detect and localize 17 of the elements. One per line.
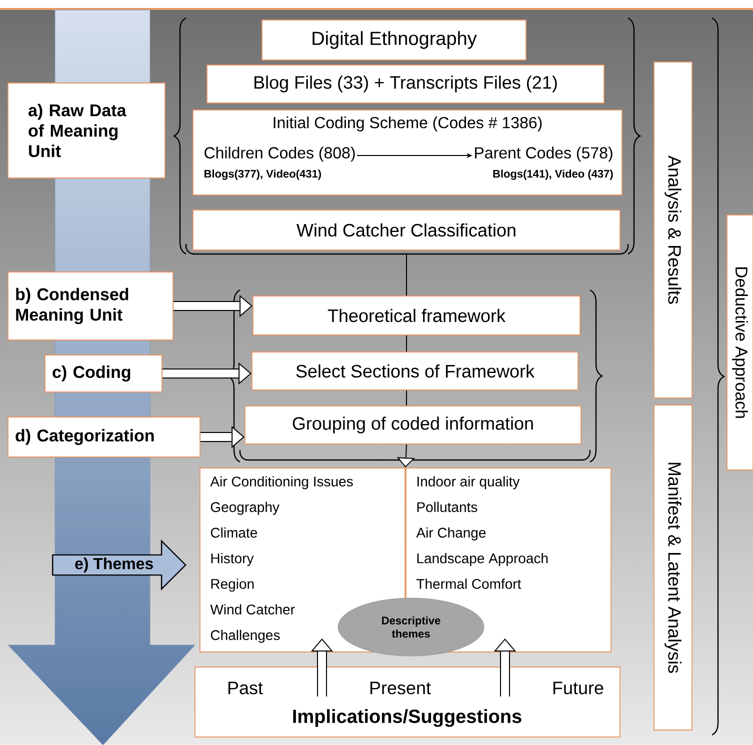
stage-label: c) Coding xyxy=(44,354,162,392)
stage-label: a) Raw Data of Meaning Unit xyxy=(8,82,166,178)
stage-label: d) Categorization xyxy=(8,416,200,458)
step-box: Digital Ethnography xyxy=(262,20,526,60)
side-label-box: Analysis & Results xyxy=(654,62,692,398)
step-box: Grouping of coded information xyxy=(244,406,582,444)
step-box: Wind Catcher Classification xyxy=(192,210,620,250)
step-box: Blog Files (33) + Transcripts Files (21) xyxy=(206,64,604,104)
connector-line xyxy=(406,254,407,296)
stage-label: b) Condensed Meaning Unit xyxy=(8,272,174,340)
side-label-box: Deductive Approach xyxy=(726,214,753,470)
connector-line xyxy=(406,334,407,352)
side-label-box: Manifest & Latent Analysis xyxy=(654,404,692,730)
implications-box: Past Present Future Implications/Suggestions xyxy=(194,666,620,738)
code-count-text: Parent Codes (578) Blogs(141), Video (437) xyxy=(475,146,613,180)
connector-line xyxy=(406,390,407,406)
code-count-text: Children Codes (808) Blogs(377), Video(431) xyxy=(204,146,355,180)
